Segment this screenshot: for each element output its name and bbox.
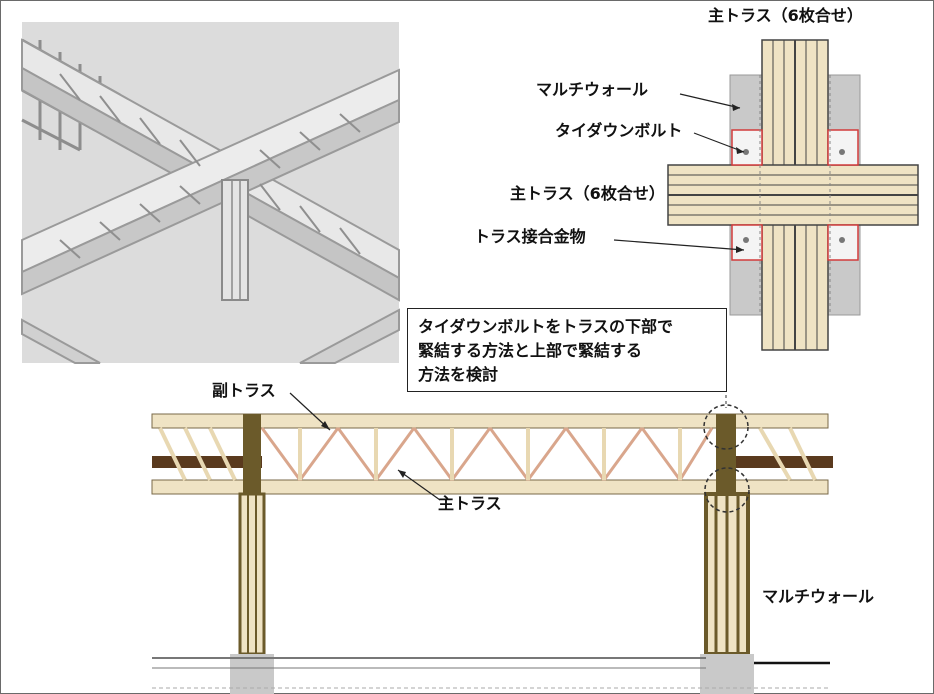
isometric-column: [221, 179, 249, 301]
truss-webs: [59, 73, 361, 259]
truss-webs-elev: [260, 427, 714, 481]
detail-circle-top: [703, 404, 749, 450]
column-right: [700, 414, 754, 694]
note-line-2: 緊結する方法と上部で緊結する: [418, 341, 643, 360]
detail-circle-bottom: [704, 467, 750, 513]
truss-diagonal-b: [21, 68, 400, 296]
leader-arrowheads-elev: [321, 421, 406, 478]
truss-verticals-elev: [298, 428, 682, 480]
column-left: [230, 414, 274, 694]
ground-lines: [152, 657, 830, 689]
leader-arrowheads-plan: [732, 104, 744, 253]
tie-down-bolts: [743, 149, 845, 243]
joint-hardware: [731, 129, 859, 261]
leader-lines-plan: [613, 93, 745, 251]
label-truss-joint-hardware: トラス接合金物: [474, 227, 586, 246]
truss-foreground: [21, 308, 400, 364]
bottom-chord: [151, 479, 829, 495]
label-sub-truss: 副トラス: [212, 381, 276, 400]
main-truss-horizontal: [667, 164, 919, 226]
end-webs-elev: [158, 427, 817, 481]
hidden-lines: [759, 75, 831, 315]
label-main-truss-mid: 主トラス（6枚合せ）: [510, 184, 665, 203]
note-box: タイダウンボルトをトラスの下部で 緊結する方法と上部で緊結する 方法を検討: [407, 308, 727, 392]
label-multi-wall-elev: マルチウォール: [762, 587, 875, 606]
label-main-truss-top: 主トラス（6枚合せ）: [708, 6, 863, 25]
label-main-truss-elev: 主トラス: [438, 494, 502, 513]
label-tie-down-bolt: タイダウンボルト: [555, 121, 683, 140]
note-line-3: 方法を検討: [418, 365, 499, 384]
label-multi-wall-plan: マルチウォール: [536, 80, 649, 99]
note-line-1: タイダウンボルトをトラスの下部で: [418, 317, 674, 336]
